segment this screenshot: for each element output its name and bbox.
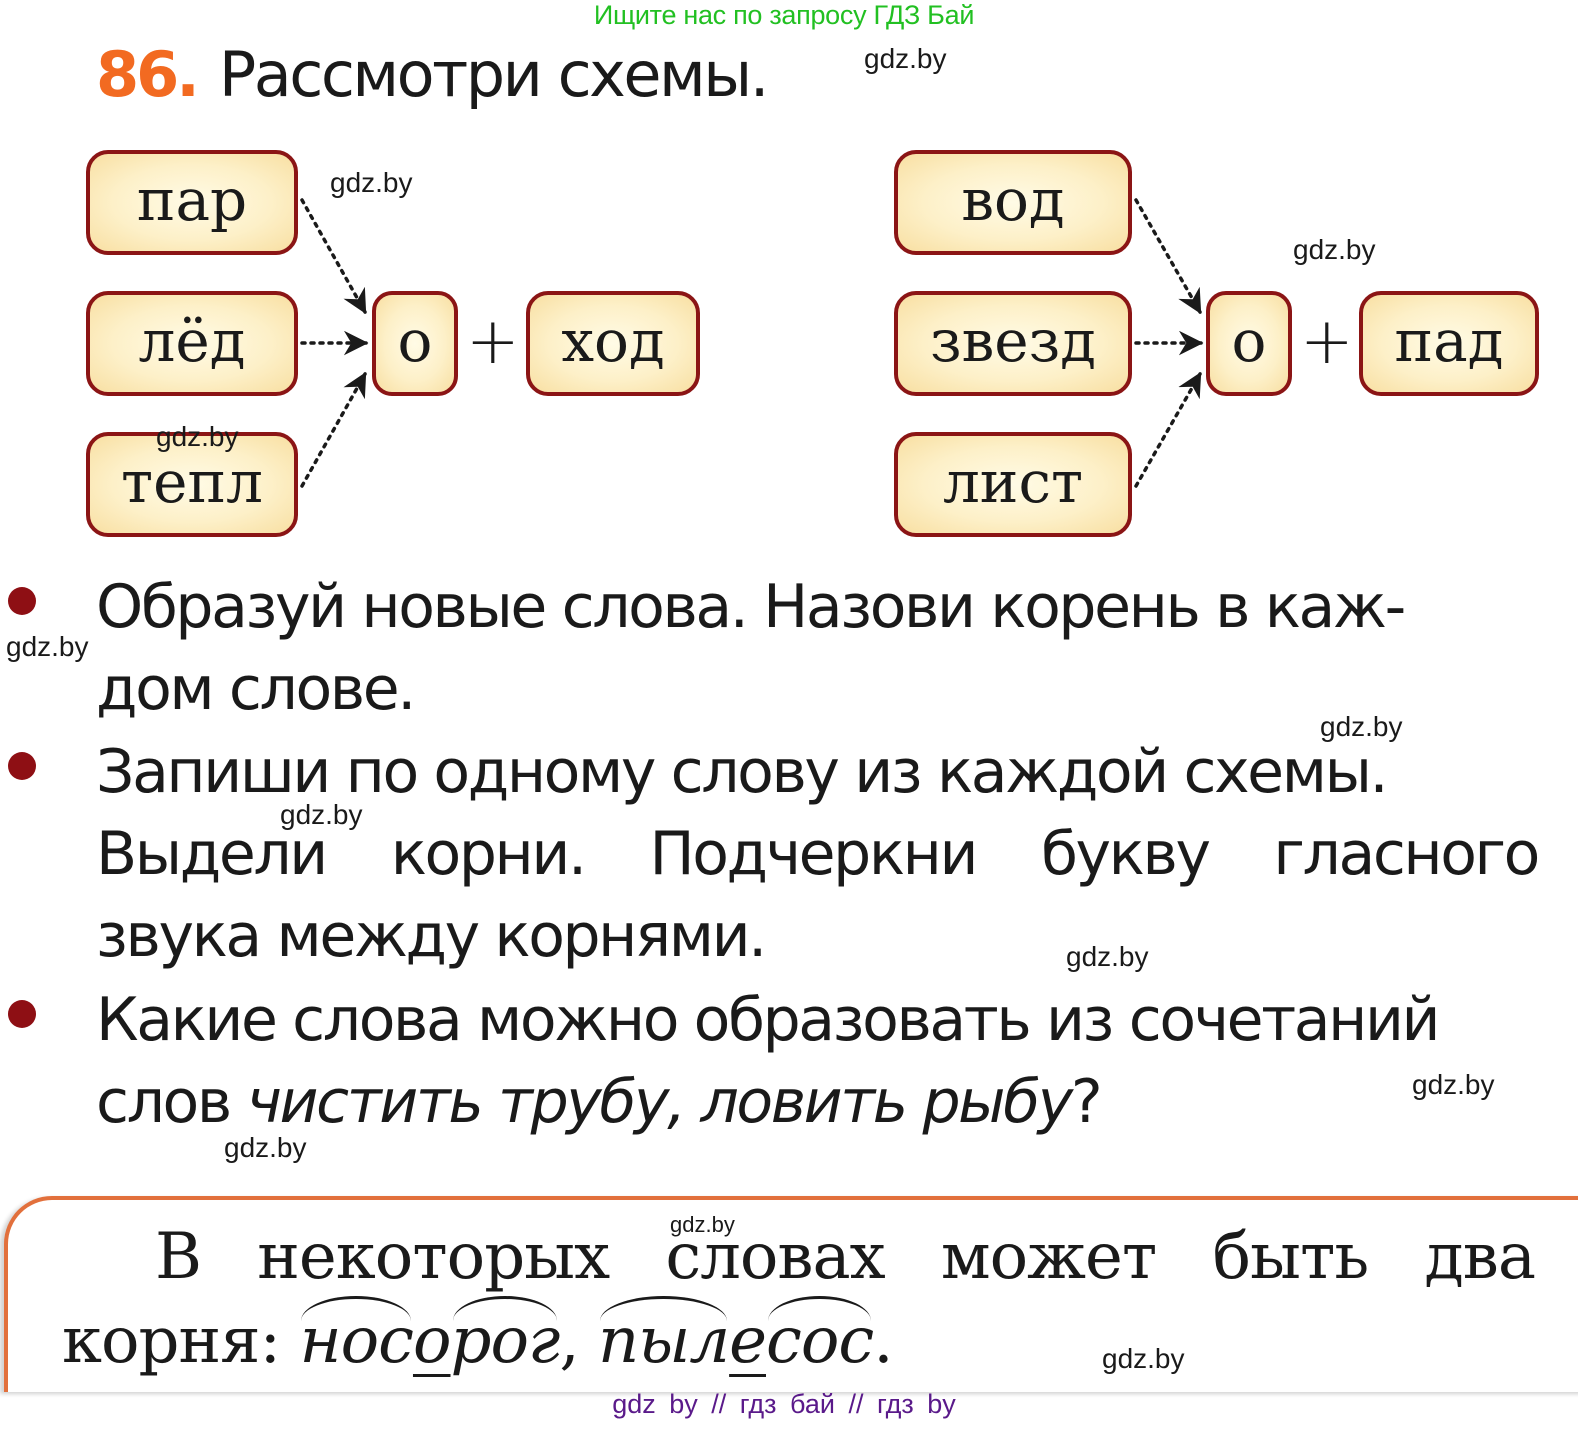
arrow-tepl	[300, 371, 367, 488]
rule-line-1: В некоторых словах может быть два	[155, 1220, 1536, 1294]
root-2: сос	[766, 1296, 874, 1378]
watermark: gdz.by	[156, 421, 239, 452]
bullet-icon	[8, 752, 36, 780]
watermark: gdz.by	[224, 1132, 307, 1163]
task-3-line-2: слов чистить трубу, ловить рыбу?	[96, 1061, 1538, 1143]
root-2: рог	[450, 1296, 560, 1378]
root-1: нос	[299, 1296, 414, 1378]
task-3: Какие слова можно образовать из сочетани…	[96, 979, 1538, 1143]
footer-watermark: gdz by // гдз бай // гдз by	[612, 1389, 956, 1419]
arrow-vod	[1134, 198, 1202, 315]
watermark: gdz.by	[864, 43, 947, 74]
rule-box	[4, 1196, 1578, 1392]
period: .	[873, 1304, 893, 1378]
arrow-list	[1134, 371, 1202, 488]
example-nosorog: носорог	[299, 1296, 560, 1378]
word: словах	[665, 1220, 885, 1294]
root-box-led: лёд	[86, 291, 298, 396]
scheme-arrows	[300, 198, 1204, 488]
exercise-number: 86.	[96, 38, 200, 111]
top-banner: Ищите нас по запросу ГДЗ Бай	[593, 0, 975, 30]
italic-example: чистить трубу, ловить рыбу	[246, 1067, 1073, 1137]
root-box-pad: пад	[1359, 291, 1539, 396]
linking-vowel: о	[412, 1304, 452, 1378]
root-box-vod: вод	[894, 150, 1132, 255]
watermark: gdz.by	[1412, 1069, 1495, 1100]
root-box-list: лист	[894, 432, 1132, 537]
connector-box-o: о	[1206, 291, 1292, 396]
plus-sign: +	[466, 305, 520, 379]
word: быть	[1212, 1220, 1370, 1294]
root-box-tepl: тепл	[86, 432, 298, 537]
word: может	[940, 1220, 1157, 1294]
example-pylesos: пылесос	[598, 1296, 874, 1378]
task-3-line-1: Какие слова можно образовать из сочетани…	[96, 985, 1441, 1055]
word: букву	[1040, 819, 1211, 889]
watermark: gdz.by	[1102, 1343, 1185, 1374]
root-box-par: пар	[86, 150, 298, 255]
word: Выдели	[96, 819, 328, 889]
task-1-line-2: дом слове.	[96, 654, 416, 724]
task-2: Запиши по одному слову из каждой схемы. …	[96, 731, 1540, 977]
word: некоторых	[257, 1220, 610, 1294]
watermark: gdz.by	[1320, 711, 1403, 742]
bullet-icon	[8, 1000, 36, 1028]
connector-box-o: о	[372, 291, 458, 396]
rule-prefix: корня:	[62, 1304, 300, 1378]
watermark: gdz.by	[1293, 234, 1376, 265]
rule-line-2: корня: носорог, пылесос.	[62, 1296, 894, 1378]
separator: ,	[559, 1304, 599, 1378]
root-box-zvezd: звезд	[894, 291, 1132, 396]
word: корни.	[390, 819, 587, 889]
task-2-line-1: Запиши по одному слову из каждой схемы.	[96, 737, 1389, 807]
task-1-line-1: Образуй новые слова. Назови корень в каж…	[96, 572, 1406, 642]
word: гласного	[1273, 819, 1540, 889]
word: В	[155, 1220, 202, 1294]
plain-text: слов	[96, 1067, 247, 1137]
watermark: gdz.by	[670, 1212, 735, 1237]
watermark: gdz.by	[280, 799, 363, 830]
word: Подчеркни	[649, 819, 978, 889]
exercise-title: Рассмотри схемы.	[218, 38, 770, 111]
bullet-icon	[8, 587, 36, 615]
word: два	[1424, 1220, 1536, 1294]
task-2-line-2: Выдели корни. Подчеркни букву гласного	[96, 813, 1540, 895]
task-2-line-3: звука между корнями.	[96, 901, 767, 971]
root-box-hod: ход	[526, 291, 700, 396]
watermark: gdz.by	[6, 631, 89, 662]
root-1: пыл	[598, 1296, 730, 1378]
watermark: gdz.by	[1066, 941, 1149, 972]
linking-vowel: е	[729, 1304, 767, 1378]
plus-sign: +	[1300, 305, 1354, 379]
exercise-heading: 86.Рассмотри схемы.	[96, 38, 770, 118]
task-1: Образуй новые слова. Назови корень в каж…	[96, 566, 1538, 730]
arrow-par	[300, 198, 367, 315]
question-mark: ?	[1070, 1067, 1103, 1137]
watermark: gdz.by	[330, 167, 413, 198]
